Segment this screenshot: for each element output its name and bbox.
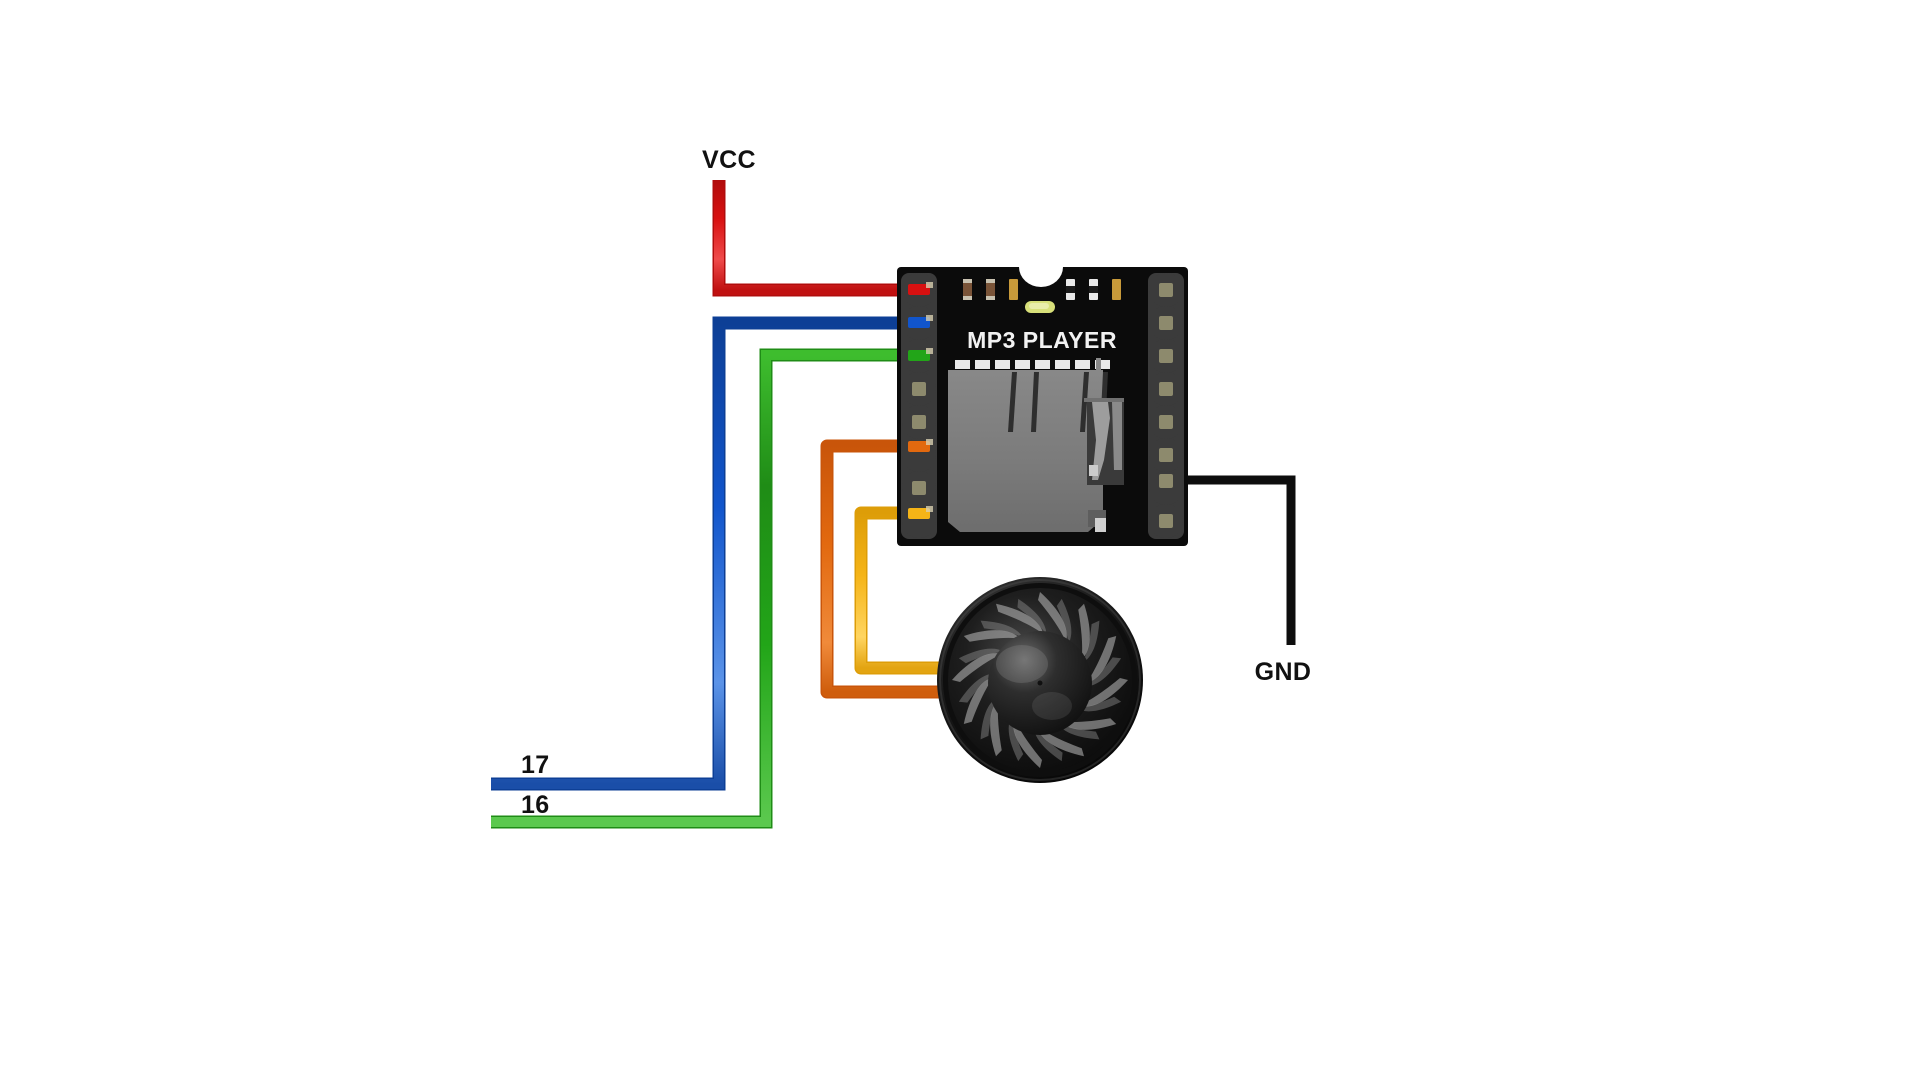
gnd-label: GND [1255, 658, 1312, 686]
pin17-wire [491, 316, 935, 791]
pin17-label: 17 [521, 751, 550, 779]
microsd-card-slot[interactable] [948, 358, 1124, 532]
pin-pad-4 [912, 382, 926, 396]
pin16-wire [491, 348, 935, 829]
pin-pad-6 [908, 441, 930, 452]
pin16-label: 16 [521, 791, 550, 819]
speaker-plus-wire [820, 439, 948, 699]
pin-pad-7 [912, 481, 926, 495]
gnd-wire [1175, 475, 1296, 645]
pin-pad-8 [908, 508, 930, 519]
mp3-player-module: MP3 PLAYER [897, 267, 1188, 546]
pin-pad-3 [908, 350, 930, 361]
pin-pad-2 [908, 317, 930, 328]
vcc-wire [712, 180, 935, 297]
board-notch [1019, 267, 1063, 287]
left-pin-header [901, 273, 937, 539]
right-pin-header [1148, 273, 1184, 539]
pin-pad-1 [908, 284, 930, 295]
pin-pad-5 [912, 415, 926, 429]
board-silkscreen-label: MP3 PLAYER [967, 327, 1117, 353]
smd-components-left [963, 279, 1018, 300]
sd-card-contacts [955, 360, 1110, 369]
vcc-label: VCC [702, 146, 756, 174]
smd-components-right [1066, 279, 1121, 300]
speaker-minus-wire [854, 506, 948, 675]
speaker [937, 577, 1143, 783]
gnd-pin-pad [1159, 474, 1173, 488]
